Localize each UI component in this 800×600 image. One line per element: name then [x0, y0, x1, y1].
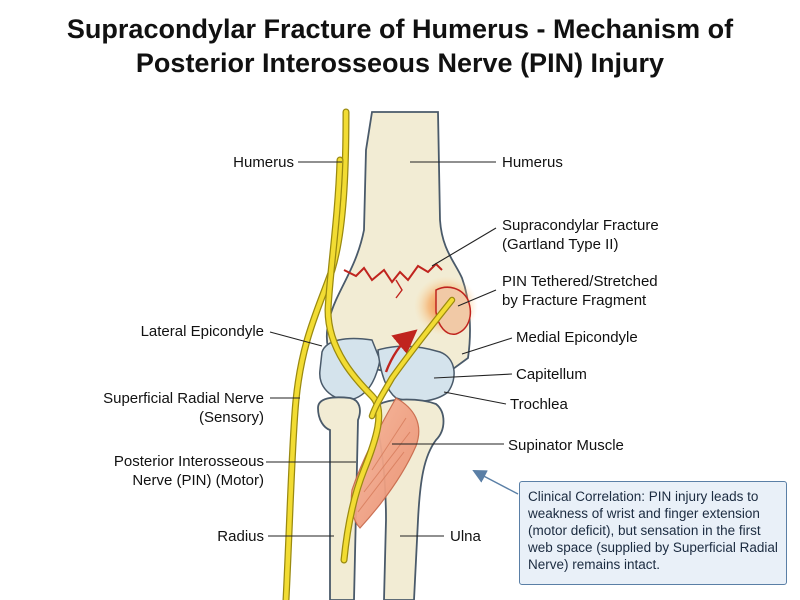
clinical-correlation-note: Clinical Correlation: PIN injury leads t… [519, 481, 787, 585]
note-pointer [472, 470, 519, 495]
label-medial-epicondyle: Medial Epicondyle [516, 329, 638, 346]
label-pin-1: Posterior Interosseous [114, 453, 264, 470]
mechanism-arrow [384, 329, 418, 373]
label-humerus-left: Humerus [233, 154, 294, 171]
title-line-2: Posterior Interosseous Nerve (PIN) Injur… [135, 48, 665, 78]
label-superficial-radial-1: Superficial Radial Nerve [103, 390, 264, 407]
label-pin-tethered-2: by Fracture Fragment [502, 292, 647, 309]
label-supinator: Supinator Muscle [508, 437, 624, 454]
label-lateral-epicondyle: Lateral Epicondyle [141, 323, 264, 340]
label-superficial-radial-2: (Sensory) [199, 409, 264, 426]
label-pin-tethered-1: PIN Tethered/Stretched [502, 273, 658, 290]
supinator-fibers [357, 417, 411, 513]
page-title: Supracondylar Fracture of Humerus - Mech… [0, 12, 800, 80]
label-radius: Radius [217, 528, 264, 545]
label-pin-2: Nerve (PIN) (Motor) [132, 472, 264, 489]
label-supracondylar-2: (Gartland Type II) [502, 236, 618, 253]
label-ulna: Ulna [450, 528, 482, 545]
title-line-1: Supracondylar Fracture of Humerus - Mech… [66, 14, 734, 44]
superficial-radial-nerve-core [283, 109, 349, 600]
fracture-fragment [435, 286, 472, 335]
trochlea-shape [377, 345, 455, 403]
pin-tethered-core [370, 298, 454, 418]
leader-lines [266, 161, 513, 537]
pin-nerve-core [325, 157, 381, 563]
label-trochlea: Trochlea [510, 396, 568, 413]
fracture-line [343, 262, 443, 284]
radius-bone [317, 396, 361, 600]
label-humerus-right: Humerus [502, 154, 563, 171]
label-capitellum: Capitellum [516, 366, 587, 383]
fracture-crack [395, 279, 403, 299]
label-supracondylar-1: Supracondylar Fracture [502, 217, 659, 234]
